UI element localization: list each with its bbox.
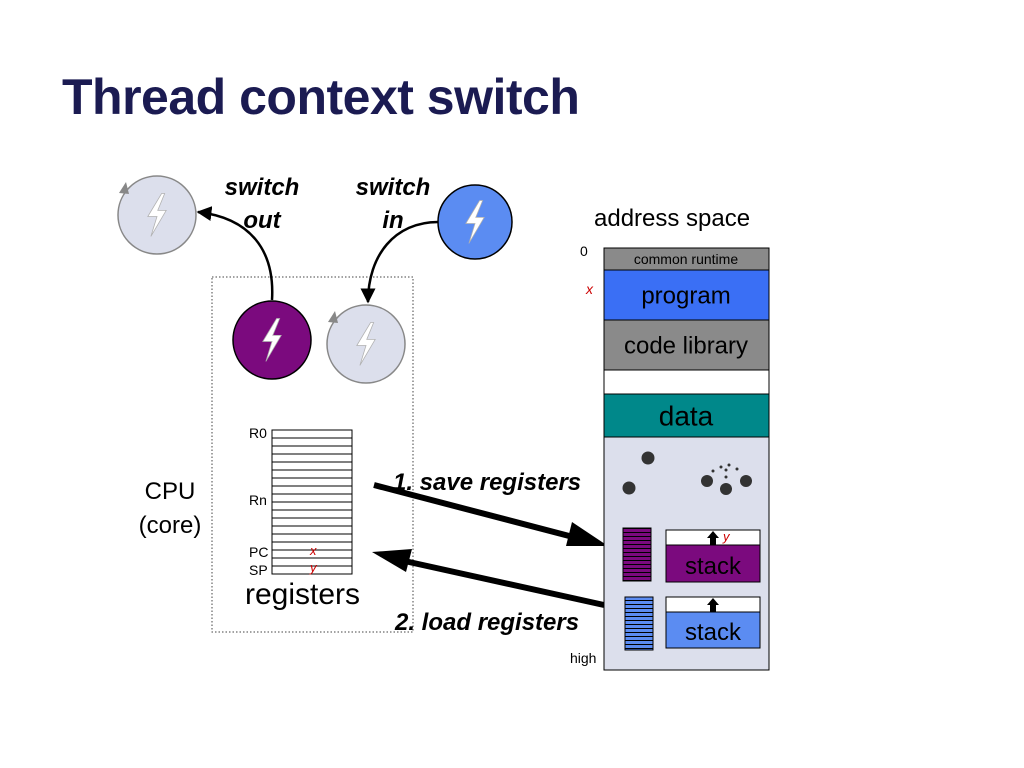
register-rn-label: Rn [249, 492, 267, 508]
stack-region-purple [665, 544, 761, 583]
register-pc-label: PC [249, 544, 268, 560]
page-title: Thread context switch [62, 69, 580, 125]
common-runtime-segment-label: common runtime [634, 251, 738, 267]
thread-running [232, 300, 312, 380]
save-registers-arrow [373, 482, 597, 546]
register-file [271, 429, 353, 575]
program-segment-label: program [641, 283, 730, 310]
address-high-label: high [570, 650, 596, 666]
stack-label-blue: stack [685, 619, 742, 646]
stack-label-purple: stack [685, 553, 742, 580]
thread-ready [326, 304, 406, 384]
address-space-label: address space [594, 205, 750, 232]
register-r0-label: R0 [249, 425, 267, 441]
switch-out-arrow [196, 206, 274, 301]
program-segment [603, 269, 770, 321]
saved-registers-purple [622, 527, 652, 582]
program-counter-marker: x [585, 281, 594, 297]
stack-growth-arrow [707, 531, 719, 545]
empty-segment [603, 369, 770, 395]
save-registers-label: 1. save registers [393, 469, 581, 496]
cpu-core-box [211, 276, 414, 633]
code-library-segment [603, 319, 770, 371]
code-library-segment-label: code library [624, 333, 748, 360]
registers-label: registers [245, 578, 360, 611]
switch-in-arrow [360, 220, 439, 304]
stack-region-blue [665, 611, 761, 649]
switch-out-label: switch [225, 174, 300, 201]
cpu-core-label: (core) [139, 512, 202, 539]
load-registers-arrow [399, 557, 605, 608]
switch-in-label: switch [356, 174, 431, 201]
thread-switching-in [437, 184, 513, 260]
thread-switched-out [117, 175, 197, 255]
register-sp-label: SP [249, 562, 268, 578]
switch-out-label-line2: out [243, 207, 281, 234]
data-segment-label: data [659, 401, 714, 432]
load-registers-label: 2. load registers [394, 609, 579, 636]
cpu-label: CPU [145, 478, 196, 505]
data-segment [603, 393, 770, 438]
heap-objects [622, 451, 752, 495]
stack-growth-arrow [707, 598, 719, 612]
address-low-label: 0 [580, 243, 588, 259]
stack-pointer-marker: y [722, 529, 731, 544]
sp-value: y [309, 560, 318, 575]
pc-value: x [309, 543, 317, 558]
saved-registers-blue [624, 596, 654, 651]
switch-in-label-line2: in [382, 207, 403, 234]
